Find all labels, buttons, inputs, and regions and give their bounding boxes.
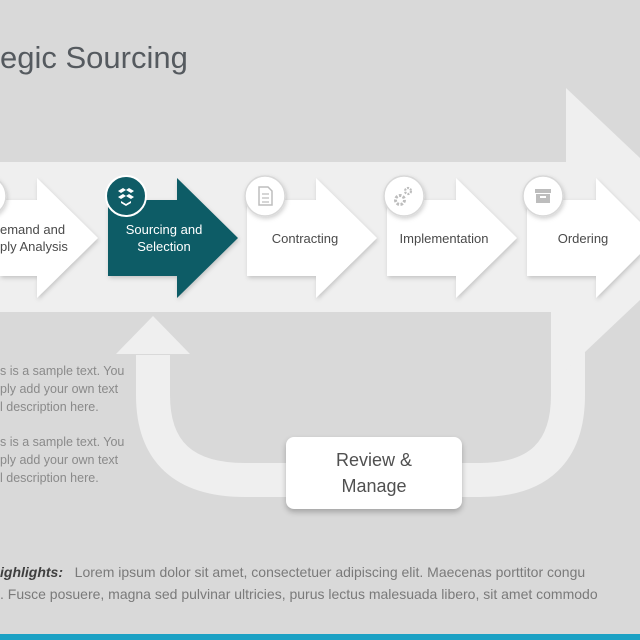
dropbox-icon <box>105 175 147 217</box>
step-label-line: ply Analysis <box>0 239 68 254</box>
review-line: Review & <box>335 450 413 470</box>
text-line: ply add your own text <box>0 453 119 467</box>
step-label-sourcing: Sourcing and Selection <box>118 221 210 255</box>
highlights-label: ighlights: <box>0 564 63 580</box>
step-arrow-demand[interactable] <box>0 178 98 298</box>
step-label-contracting: Contracting <box>271 231 339 246</box>
text-line: s is a sample text. You <box>0 435 125 449</box>
document-icon <box>244 175 286 217</box>
highlights-line-1: ighlights: Lorem ipsum dolor sit amet, c… <box>0 564 585 580</box>
accent-bar <box>0 634 640 640</box>
text-line: ply add your own text <box>0 382 119 396</box>
step-label-implementation: Implementation <box>399 231 489 246</box>
highlights-line-2: . Fusce posuere, magna sed pulvinar ultr… <box>0 586 598 602</box>
partial-circle-icon <box>0 180 7 212</box>
gears-icon <box>383 175 425 217</box>
review-line: Manage <box>341 476 407 496</box>
step-label-line: Selection <box>137 239 191 254</box>
text-line: l description here. <box>0 400 99 414</box>
highlights-text: Lorem ipsum dolor sit amet, consectetuer… <box>74 564 586 580</box>
text-line: s is a sample text. You <box>0 364 125 378</box>
loop-arrowhead <box>116 316 190 354</box>
step-label-line: emand and <box>0 222 66 237</box>
step-label-line: Sourcing and <box>125 222 203 237</box>
side-description-2: s is a sample text. You ply add your own… <box>0 433 124 487</box>
side-description-1: s is a sample text. You ply add your own… <box>0 362 124 416</box>
text-line: l description here. <box>0 471 99 485</box>
review-manage-box[interactable]: Review & Manage <box>286 437 462 509</box>
archive-box-icon <box>522 175 564 217</box>
step-label-ordering: Ordering <box>557 231 609 246</box>
page-title: egic Sourcing <box>0 40 188 75</box>
step-label-demand: emand and ply Analysis <box>0 221 70 255</box>
